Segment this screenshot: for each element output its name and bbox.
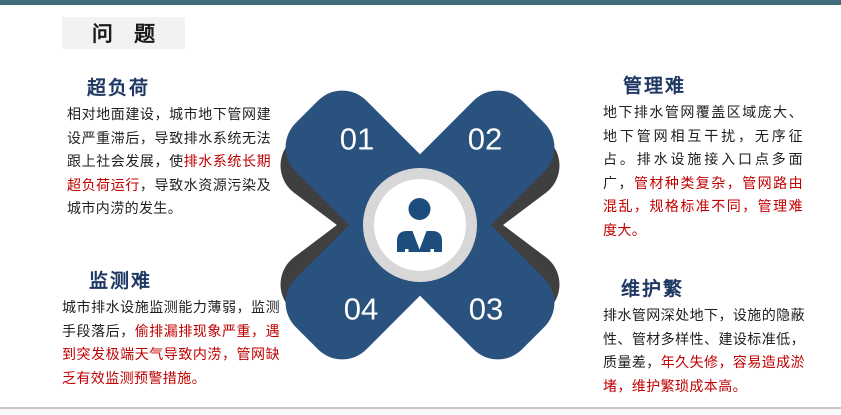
text-segment: 城市排水设施监测能力薄弱，监测手段落后， [62, 301, 280, 340]
bottom-strip [0, 409, 841, 415]
petal-number-01: 01 [340, 122, 374, 157]
text-segment: 管材种类复杂，管网路由混乱，规格标准不同，管理难度大。 [603, 176, 803, 239]
slide-title: 问 题 [91, 22, 164, 46]
slide-title-box: 问 题 [62, 17, 185, 49]
person-head [408, 198, 431, 220]
block-maintenance-body: 排水管网深处地下，设施的隐蔽性、管材多样性、建设标准低，质量差，年久失修，容易造… [603, 305, 805, 399]
text-segment: 偷排漏排现象严重，遇到突发极端天气导致内涝，管网缺乏有效监测预警措施。 [62, 324, 281, 387]
block-monitoring: 监测难 城市排水设施监测能力薄弱，监测手段落后，偷排漏排现象严重，遇到突发极端天… [62, 269, 280, 391]
text-segment: 地下排水管网覆盖区域庞大、地下管网相互干扰，无序征占。排水设施接入口点多面广， [603, 106, 803, 192]
top-accent-bar [0, 0, 841, 5]
center-disc [374, 179, 466, 271]
block-maintenance: 维护繁 排水管网深处地下，设施的隐蔽性、管材多样性、建设标准低，质量差，年久失修… [603, 277, 805, 399]
person-body-notch-left [405, 249, 409, 253]
block-management: 管理难 地下排水管网覆盖区域庞大、地下管网相互干扰，无序征占。排水设施接入口点多… [603, 74, 803, 243]
block-management-heading: 管理难 [623, 76, 687, 97]
text-segment: ，导致水资源污染及城市内涝的发生。 [67, 178, 271, 218]
block-overload-heading: 超负荷 [87, 78, 151, 99]
text-segment: 排水管网深处地下，设施的隐蔽性、管材多样性、建设标准低，质量差， [603, 309, 805, 371]
petal-number-04: 04 [344, 292, 378, 327]
text-segment: 年久失修，容易造成淤堵，维护繁琐成本高。 [603, 356, 806, 395]
text-segment: 排水系统长期超负荷运行 [67, 155, 271, 194]
bottom-divider [0, 407, 841, 409]
person-icon [397, 198, 442, 253]
block-overload-body: 相对地面建设，城市地下管网建设严重滞后，导致排水系统无法跟上社会发展，使排水系统… [67, 104, 271, 222]
petal-number-02: 02 [468, 122, 502, 157]
person-body-notch-right [430, 249, 434, 253]
block-monitoring-body: 城市排水设施监测能力薄弱，监测手段落后，偷排漏排现象严重，遇到突发极端天气导致内… [62, 297, 280, 391]
block-management-body: 地下排水管网覆盖区域庞大、地下管网相互干扰，无序征占。排水设施接入口点多面广，管… [603, 102, 803, 243]
petal-number-03: 03 [469, 292, 503, 327]
block-maintenance-heading: 维护繁 [621, 279, 685, 300]
block-overload: 超负荷 相对地面建设，城市地下管网建设严重滞后，导致排水系统无法跟上社会发展，使… [67, 76, 271, 222]
block-monitoring-heading: 监测难 [89, 271, 153, 292]
text-segment: 相对地面建设，城市地下管网建设严重滞后，导致排水系统无法跟上社会发展，使 [67, 108, 271, 170]
person-body [397, 231, 442, 252]
x-diagram: 01 02 03 04 [275, 83, 565, 368]
